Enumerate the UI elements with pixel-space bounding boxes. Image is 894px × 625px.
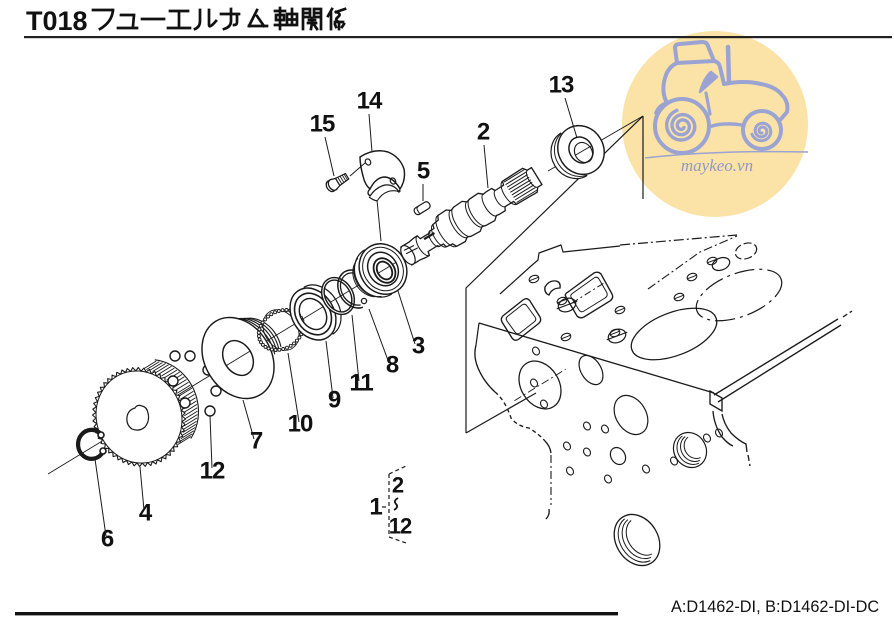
svg-text:10: 10	[288, 411, 313, 438]
svg-text:2: 2	[477, 119, 490, 146]
svg-text:6: 6	[101, 526, 114, 553]
svg-text:4: 4	[139, 500, 153, 527]
svg-text:14: 14	[357, 88, 383, 115]
svg-text:9: 9	[328, 387, 341, 414]
svg-text:8: 8	[386, 352, 399, 379]
svg-text:maykeo.vn: maykeo.vn	[681, 156, 753, 175]
svg-text:12: 12	[200, 458, 225, 485]
svg-text:3: 3	[412, 333, 425, 360]
svg-text:2: 2	[392, 473, 404, 498]
svg-text:T018: T018	[26, 6, 88, 36]
svg-text:13: 13	[549, 72, 574, 99]
svg-text:15: 15	[310, 111, 335, 138]
svg-text:1: 1	[369, 494, 382, 521]
svg-text:7: 7	[250, 428, 263, 455]
svg-text:5: 5	[417, 158, 430, 185]
svg-text:12: 12	[389, 514, 412, 539]
svg-text:A:D1462-DI, B:D1462-DI-DC: A:D1462-DI, B:D1462-DI-DC	[671, 598, 879, 616]
svg-text:11: 11	[349, 370, 373, 397]
